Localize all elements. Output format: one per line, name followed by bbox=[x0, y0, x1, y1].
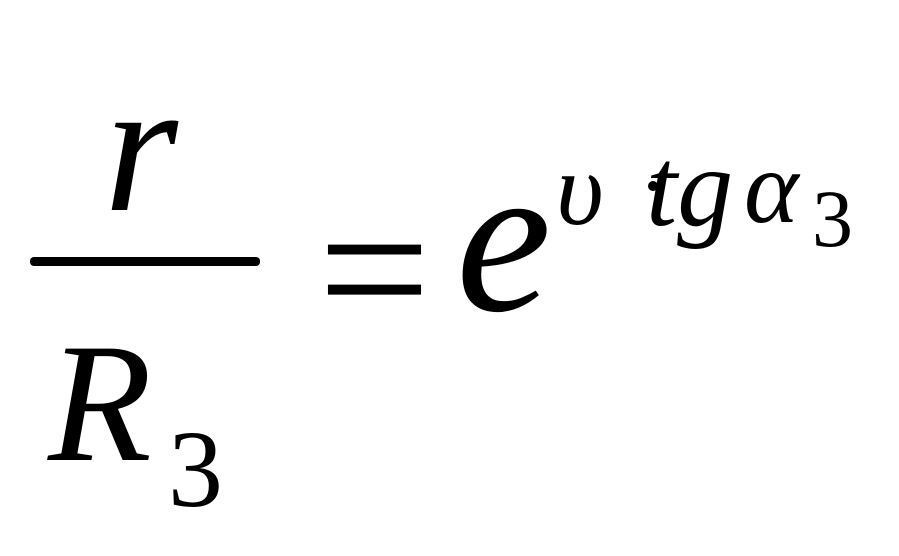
exponent-alpha: α bbox=[744, 130, 799, 245]
exponent-upsilon: υ bbox=[556, 132, 604, 247]
exponential-base-e: e bbox=[456, 118, 552, 357]
denominator-subscript: 3 bbox=[168, 408, 223, 530]
exponent-alpha-subscript: 3 bbox=[812, 173, 853, 264]
fraction-bar bbox=[30, 257, 260, 266]
multiplication-dot bbox=[648, 181, 658, 191]
numerator-r: r bbox=[104, 42, 178, 252]
denominator-R: R bbox=[48, 309, 152, 497]
equals-sign: = bbox=[318, 159, 431, 380]
exponent-tg-function: tg bbox=[646, 126, 734, 250]
